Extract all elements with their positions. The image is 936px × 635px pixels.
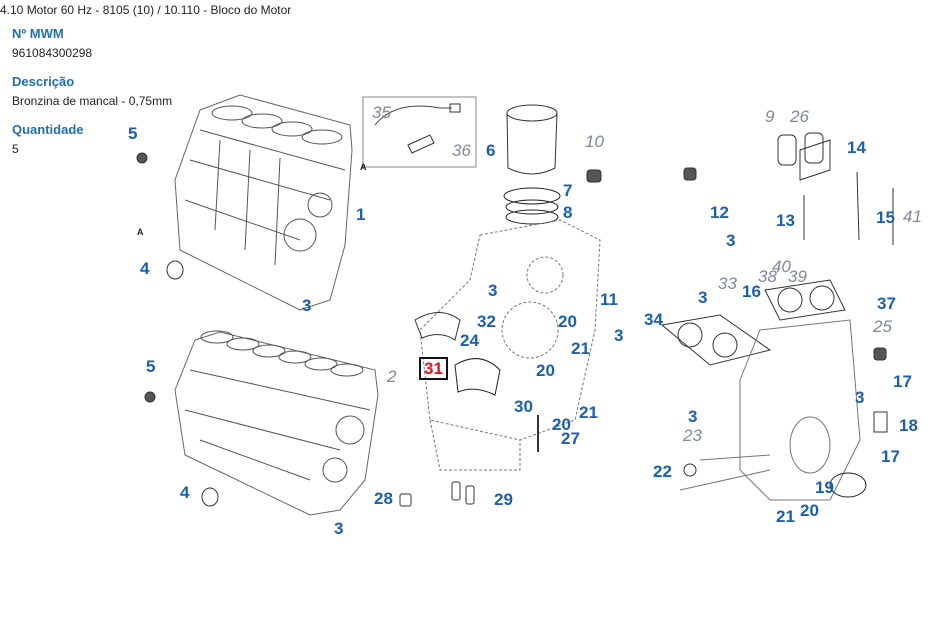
callout-1[interactable]: 1 xyxy=(356,205,366,224)
callout-13[interactable]: 13 xyxy=(776,211,795,230)
callout-20[interactable]: 20 xyxy=(552,415,571,434)
callout-34[interactable]: 34 xyxy=(644,310,663,329)
callout-4[interactable]: 4 xyxy=(180,483,190,502)
callout-23[interactable]: 23 xyxy=(683,426,702,445)
callout-selected-31[interactable]: 31 xyxy=(419,357,448,380)
quantity-value: 5 xyxy=(12,142,19,156)
callout-39[interactable]: 39 xyxy=(788,267,807,286)
callout-12[interactable]: 12 xyxy=(710,203,729,222)
breadcrumb: 4.10 Motor 60 Hz - 8105 (10) / 10.110 - … xyxy=(0,3,292,17)
callout-7[interactable]: 7 xyxy=(563,181,573,200)
callout-25[interactable]: 25 xyxy=(873,317,892,336)
description-value: Bronzina de mancal - 0,75mm xyxy=(12,94,173,108)
callout-17[interactable]: 17 xyxy=(881,447,900,466)
callout-15[interactable]: 15 xyxy=(876,208,895,227)
callout-29[interactable]: 29 xyxy=(494,490,513,509)
engine-block-center xyxy=(419,219,601,471)
callout-36[interactable]: 36 xyxy=(452,141,471,160)
callout-3[interactable]: 3 xyxy=(698,288,708,307)
callout-5[interactable]: 5 xyxy=(128,124,138,143)
part-info-panel: Nº MWM 961084300298 Descrição Bronzina d… xyxy=(12,26,212,158)
callout-16[interactable]: 16 xyxy=(742,282,761,301)
callout-35[interactable]: 35 xyxy=(372,103,391,122)
callout-6[interactable]: 6 xyxy=(486,141,496,160)
mwm-number-value: 961084300298 xyxy=(12,46,93,60)
callout-2[interactable]: 2 xyxy=(387,367,397,386)
view-arrow-marker: A xyxy=(137,227,144,237)
engine-block-6cyl xyxy=(174,330,379,516)
callout-21[interactable]: 21 xyxy=(579,403,598,422)
engine-block-right xyxy=(679,319,861,501)
callout-17[interactable]: 17 xyxy=(893,372,912,391)
callout-3[interactable]: 3 xyxy=(488,281,498,300)
inset-marker: A xyxy=(360,162,367,172)
callout-20[interactable]: 20 xyxy=(800,501,819,520)
callout-20[interactable]: 20 xyxy=(558,312,577,331)
callout-10[interactable]: 10 xyxy=(585,132,604,151)
callout-28[interactable]: 28 xyxy=(374,489,393,508)
callout-14[interactable]: 14 xyxy=(847,138,866,157)
callout-21[interactable]: 21 xyxy=(571,339,590,358)
callout-26[interactable]: 26 xyxy=(790,107,809,126)
callout-24[interactable]: 24 xyxy=(460,331,479,350)
callout-37[interactable]: 37 xyxy=(877,294,896,313)
description-label: Descrição xyxy=(12,74,75,89)
callout-27[interactable]: 27 xyxy=(561,429,580,448)
callout-4[interactable]: 4 xyxy=(140,259,150,278)
callout-40[interactable]: 40 xyxy=(772,257,791,276)
callout-3[interactable]: 3 xyxy=(614,326,624,345)
mwm-number-label: Nº MWM xyxy=(12,26,64,41)
head-gaskets xyxy=(660,279,846,366)
callout-30[interactable]: 30 xyxy=(514,397,533,416)
callout-41[interactable]: 41 xyxy=(903,207,922,226)
callout-3[interactable]: 3 xyxy=(726,231,736,250)
callout-32[interactable]: 32 xyxy=(477,312,496,331)
quantity-label: Quantidade xyxy=(12,122,84,137)
callout-22[interactable]: 22 xyxy=(653,462,672,481)
callout-3[interactable]: 3 xyxy=(688,407,698,426)
callout-21[interactable]: 21 xyxy=(776,507,795,526)
callout-8[interactable]: 8 xyxy=(563,203,573,222)
engine-block-4cyl xyxy=(174,94,353,311)
callout-18[interactable]: 18 xyxy=(899,416,918,435)
callout-3[interactable]: 3 xyxy=(334,519,344,538)
callout-33[interactable]: 33 xyxy=(718,274,737,293)
callout-11[interactable]: 11 xyxy=(600,290,618,309)
callout-3[interactable]: 3 xyxy=(855,388,865,407)
callout-9[interactable]: 9 xyxy=(765,107,775,126)
callout-19[interactable]: 19 xyxy=(815,478,834,497)
callout-5[interactable]: 5 xyxy=(146,357,156,376)
cylinder-liner xyxy=(503,104,561,225)
callout-3[interactable]: 3 xyxy=(302,296,312,315)
inset-box xyxy=(362,96,477,168)
callout-38[interactable]: 38 xyxy=(758,267,777,286)
callout-20[interactable]: 20 xyxy=(536,361,555,380)
